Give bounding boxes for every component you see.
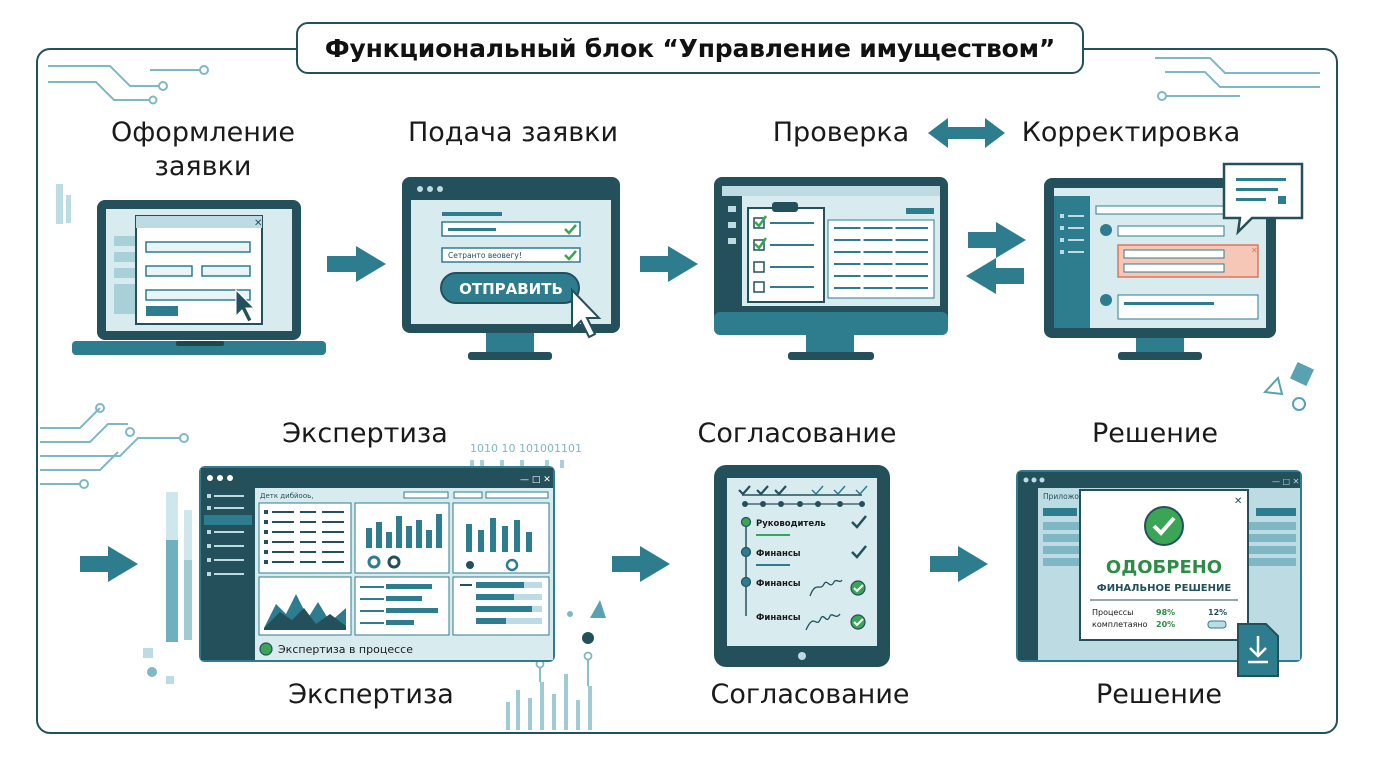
window-decision: — □ ✕ Приложо ✕ ОДОБРЕНО ФИНАЛЬНОЕ РЕШЕН… [1016, 470, 1302, 677]
decor-bar [66, 195, 71, 223]
check-icon [564, 250, 577, 261]
stat-label: Процессы [1092, 608, 1133, 617]
step-label-application: Оформление заявки [108, 116, 298, 184]
check-icon [851, 545, 867, 559]
monitor-correction: ✕ [1044, 162, 1304, 360]
approval-row-label: Финансы [756, 579, 801, 589]
decor-bar [56, 184, 63, 224]
binary-decoration: 1010 10 101001101 [470, 442, 582, 455]
circuit-decoration-top-left [48, 65, 209, 105]
step-label-line: заявки [154, 151, 252, 182]
expertise-status-text: Экспертиза в процессе [278, 643, 413, 656]
window-title: Приложо [1043, 492, 1079, 501]
step-label-verification: Проверка [772, 117, 910, 148]
svg-text:— □ ✕: — □ ✕ [520, 475, 551, 485]
mouse-cursor-icon [571, 287, 602, 339]
step-label-approval-bottom: Согласование [710, 679, 910, 710]
flow-arrow [640, 246, 698, 282]
step-label-decision-bottom: Решение [1095, 679, 1223, 710]
approved-check-icon [1152, 516, 1176, 536]
step-label-approval-top: Согласование [697, 418, 897, 449]
tablet-approval: Руководитель Финансы Финансы Финансы [714, 465, 890, 667]
step-label-expertise-bottom: Экспертиза [288, 679, 454, 710]
dashboard-expertise: — □ ✕ Детк дибйооь, [199, 466, 555, 662]
flow-arrow [612, 546, 670, 582]
approval-row-label: Финансы [756, 613, 801, 623]
submit-button-label: ОТПРАВИТЬ [459, 280, 563, 298]
vertical-progress-decoration [166, 492, 192, 642]
flow-arrow [327, 246, 386, 282]
field-value: Сетранто веовегу! [448, 251, 522, 260]
step-label-line: Оформление [110, 117, 296, 148]
decorative-shapes-right [1262, 362, 1314, 411]
check-icon [564, 224, 577, 235]
approval-row-label: Руководитель [756, 519, 826, 529]
laptop-application-form: ✕ [72, 200, 326, 355]
small-shapes-decoration [143, 600, 606, 684]
circuit-decoration-top-right [1155, 57, 1320, 101]
stat-value: 12% [1208, 608, 1227, 617]
step-label-submit: Подача заявки [407, 117, 619, 148]
bidirectional-arrow [928, 118, 1005, 148]
approval-row-label: Финансы [756, 549, 801, 559]
svg-text:✕: ✕ [1251, 246, 1258, 255]
circuit-decoration-left [40, 403, 189, 489]
flow-arrow [930, 546, 988, 582]
close-icon: ✕ [1234, 496, 1242, 507]
flow-arrow-right [968, 222, 1026, 258]
diagram-title: Функциональный блок “Управление имуществ… [324, 33, 1056, 63]
final-decision-text: ФИНАЛЬНОЕ РЕШЕНИЕ [1097, 583, 1232, 594]
submit-button [440, 272, 580, 304]
step-label-decision-top: Решение [1091, 418, 1219, 449]
step-label-correction: Корректировка [1021, 117, 1241, 148]
mouse-cursor-icon [235, 288, 256, 323]
dashboard-title: Детк дибйооь, [260, 492, 313, 500]
stat-label: комплетаяно [1092, 620, 1148, 629]
monitor-verification [714, 177, 948, 360]
close-icon: ✕ [254, 218, 262, 229]
diagram-title-box: Функциональный блок “Управление имуществ… [296, 22, 1084, 74]
signature-icon [805, 613, 841, 631]
stat-value: 20% [1156, 620, 1175, 629]
stat-value: 98% [1156, 608, 1175, 617]
flow-arrow [80, 546, 138, 582]
flow-arrow-left [966, 258, 1024, 294]
check-icon [851, 515, 867, 529]
bar-decoration-bottom [506, 674, 592, 730]
svg-text:— □ ✕: — □ ✕ [1272, 477, 1299, 486]
step-label-expertise-top: Экспертиза [282, 418, 448, 449]
approved-text: ОДОБРЕНО [1106, 557, 1222, 578]
monitor-submit-request: Сетранто веовегу! ОТПРАВИТЬ [402, 177, 620, 360]
signature-icon [809, 579, 843, 597]
